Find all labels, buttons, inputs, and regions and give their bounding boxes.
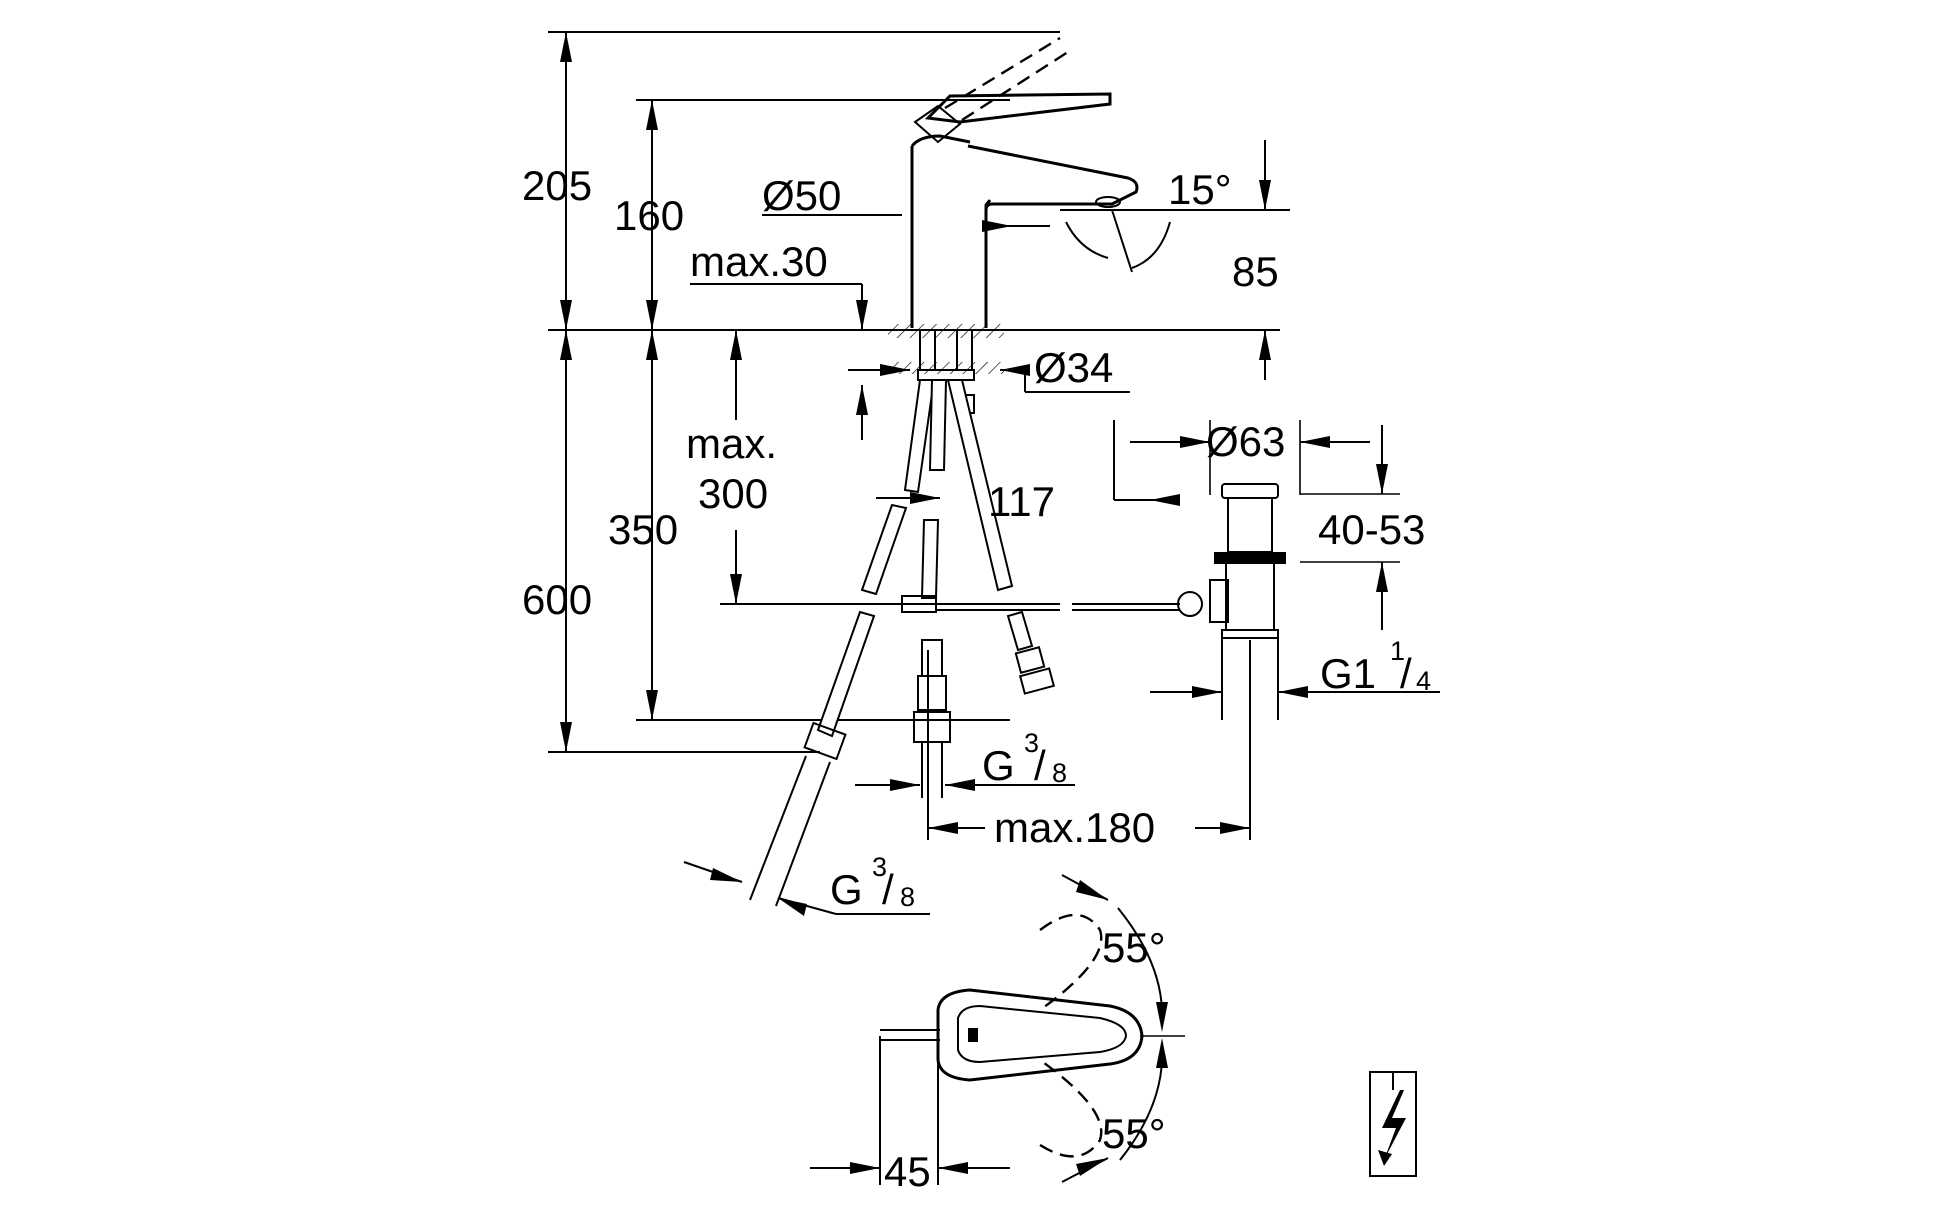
dim-shank-offset: 117 [988, 478, 1055, 525]
dim-hose-thread-lower: G 3 / 8 [830, 852, 915, 913]
dim-max-deck-thickness: max.30 [690, 238, 828, 285]
dim-hose-thread-num: 3 [1024, 728, 1039, 758]
dim-waste-thread-num: 1 [1390, 636, 1405, 666]
reference-lines [548, 31, 1280, 753]
dim-waste-thread-main: G1 [1320, 650, 1376, 697]
dim-hose-length: 350 [608, 506, 678, 553]
dim-total-height: 205 [522, 162, 592, 209]
dim-hose-thread-den: 8 [1052, 758, 1067, 788]
dim-waste-diameter: Ø63 [1206, 418, 1285, 465]
dim-spout-angle: 15° [1168, 166, 1232, 213]
dim-hose-thread-den-lower: 8 [900, 882, 915, 912]
fraction-slash: / [882, 866, 894, 913]
dim-hose-thread-num-lower: 3 [872, 852, 887, 882]
dim-waste-thread: G1 1 / 4 [1320, 636, 1431, 697]
dimension-labels: 205 160 Ø50 max.30 15° 85 Ø34 600 350 ma… [522, 162, 1431, 1195]
faucet-top-view [880, 913, 1144, 1158]
dim-lever-angle-bottom: 55° [1102, 1110, 1166, 1157]
dim-hose-thread-middle: G 3 / 8 [982, 728, 1067, 789]
fraction-slash: / [1034, 742, 1046, 789]
dim-waste-range: 40-53 [1318, 506, 1425, 553]
faucet-side-view [749, 36, 1286, 907]
fraction-slash: / [1400, 650, 1412, 697]
dim-hose-thread-main: G [982, 742, 1015, 789]
lightning-bolt-icon [1369, 1071, 1417, 1177]
dim-waste-thread-den: 4 [1416, 666, 1431, 696]
dim-shank-diameter: Ø34 [1034, 344, 1113, 391]
dim-hose-thread-main-lower: G [830, 866, 863, 913]
dim-max-300-line2: 300 [698, 470, 768, 517]
dim-spout-outlet-height: 85 [1232, 248, 1279, 295]
dimension-lines [560, 32, 1440, 1185]
dim-spout-height: 160 [614, 192, 684, 239]
dim-lever-offset: 45 [884, 1148, 931, 1195]
dim-below-deck: 600 [522, 576, 592, 623]
dim-body-diameter: Ø50 [762, 172, 841, 219]
dim-max-300-line1: max. [686, 420, 777, 467]
dim-waste-reach: max.180 [994, 804, 1155, 851]
dim-lever-angle-top: 55° [1102, 924, 1166, 971]
